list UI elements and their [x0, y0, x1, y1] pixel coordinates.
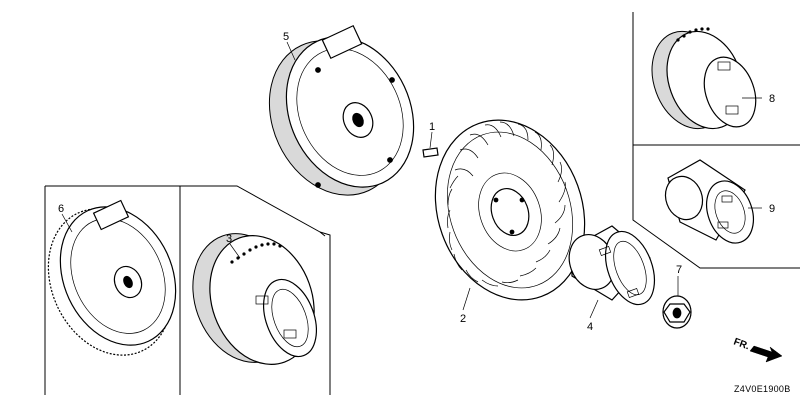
callout-1: 1	[429, 121, 435, 133]
front-direction-arrow	[749, 345, 783, 363]
callout-9: 9	[769, 203, 775, 215]
cooling-fan-2	[434, 119, 586, 301]
diagram-code: Z4V0E1900B	[734, 384, 791, 394]
callouts: 1 2 3 4 5 6 7 8 9	[58, 31, 775, 333]
flange-nut-7	[662, 295, 692, 329]
starter-pulley-4	[568, 225, 656, 306]
callout-8: 8	[769, 93, 775, 105]
callout-3: 3	[226, 233, 232, 245]
callout-7: 7	[676, 264, 682, 276]
flywheel-ring-gear-6	[47, 199, 177, 356]
flywheel-5	[268, 24, 415, 196]
callout-2: 2	[460, 313, 466, 325]
front-direction-label: FR.	[732, 336, 751, 352]
callout-6: 6	[58, 203, 64, 215]
cup-8	[651, 27, 757, 130]
front-direction-indicator: FR.	[732, 336, 783, 363]
key-1	[422, 147, 439, 158]
outer-cup-3	[192, 233, 317, 365]
frame-lines	[44, 12, 800, 395]
callout-5: 5	[283, 31, 289, 43]
leader-lines	[61, 41, 762, 319]
callout-4: 4	[587, 321, 593, 333]
sleeve-9	[664, 159, 754, 244]
